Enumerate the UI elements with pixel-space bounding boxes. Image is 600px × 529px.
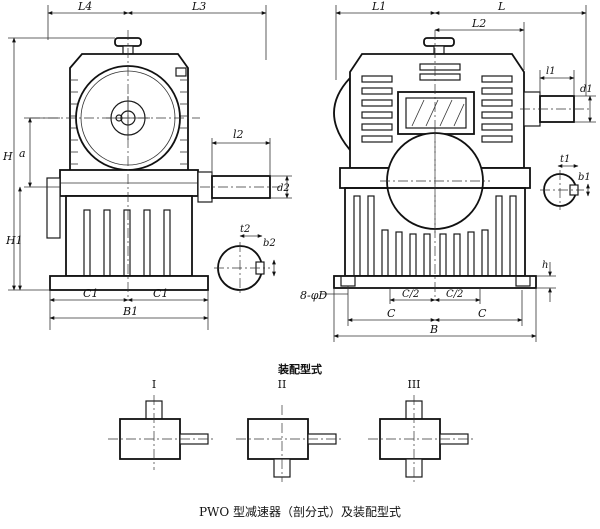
dim-l2: l2 [233,128,244,141]
dim-C-right: C [478,307,487,320]
dim-t1: t1 [560,154,570,165]
dim-8-phiD: 8-φD [300,289,327,302]
assembly-label-1: I [152,378,156,391]
dim-t2: t2 [240,224,250,235]
dim-H: H [2,150,13,163]
front-left-shaft [46,177,61,239]
dim-a: a [19,147,26,160]
dim-L: L [497,0,505,13]
dim-L3: L3 [191,0,206,13]
dim-L4: L4 [77,0,92,13]
assembly-label-2: II [278,378,287,391]
assembly-type-2: II [236,378,342,482]
side-upper-housing [349,53,525,169]
dim-d2: d2 [277,183,290,194]
side-end-cap [333,75,351,153]
front-dimensions: L4 L3 H a H1 l2 d2 C1 C1 B1 [2,0,292,330]
side-vent-cap [423,37,455,55]
side-input-shaft [520,91,590,127]
front-lower-housing [49,169,209,291]
assembly-label-3: III [407,378,420,391]
assembly-type-3: III [368,378,474,482]
assembly-title: 装配型式 [277,362,322,376]
dim-L1: L1 [371,0,386,13]
dim-B1: B1 [122,305,138,318]
dim-C1-left: C1 [83,287,98,300]
dim-C2-left: C/2 [402,289,419,300]
dim-C1-right: C1 [153,287,168,300]
assembly-type-1: I [108,378,214,470]
shaft-section-left: t2 b2 [214,224,276,295]
dim-L2: L2 [471,17,486,30]
front-output-shaft [197,171,280,203]
dim-l1: l1 [546,66,556,77]
side-dimensions: L1 L L2 l1 d1 h 8-φD C/2 C/2 [300,0,596,342]
dim-d1: d1 [580,84,593,95]
dim-B: B [429,323,438,336]
front-view [30,30,280,300]
figure-caption: PWO 型减速器（剖分式）及装配型式 [199,505,401,519]
dim-H1: H1 [5,234,23,247]
dim-b2: b2 [263,238,276,249]
dim-b1: b1 [578,172,591,183]
dim-h: h [542,260,548,271]
dim-C-left: C [387,307,396,320]
dim-C2-right: C/2 [446,289,463,300]
side-view [333,30,590,298]
shaft-section-right: t1 b1 [540,154,591,210]
